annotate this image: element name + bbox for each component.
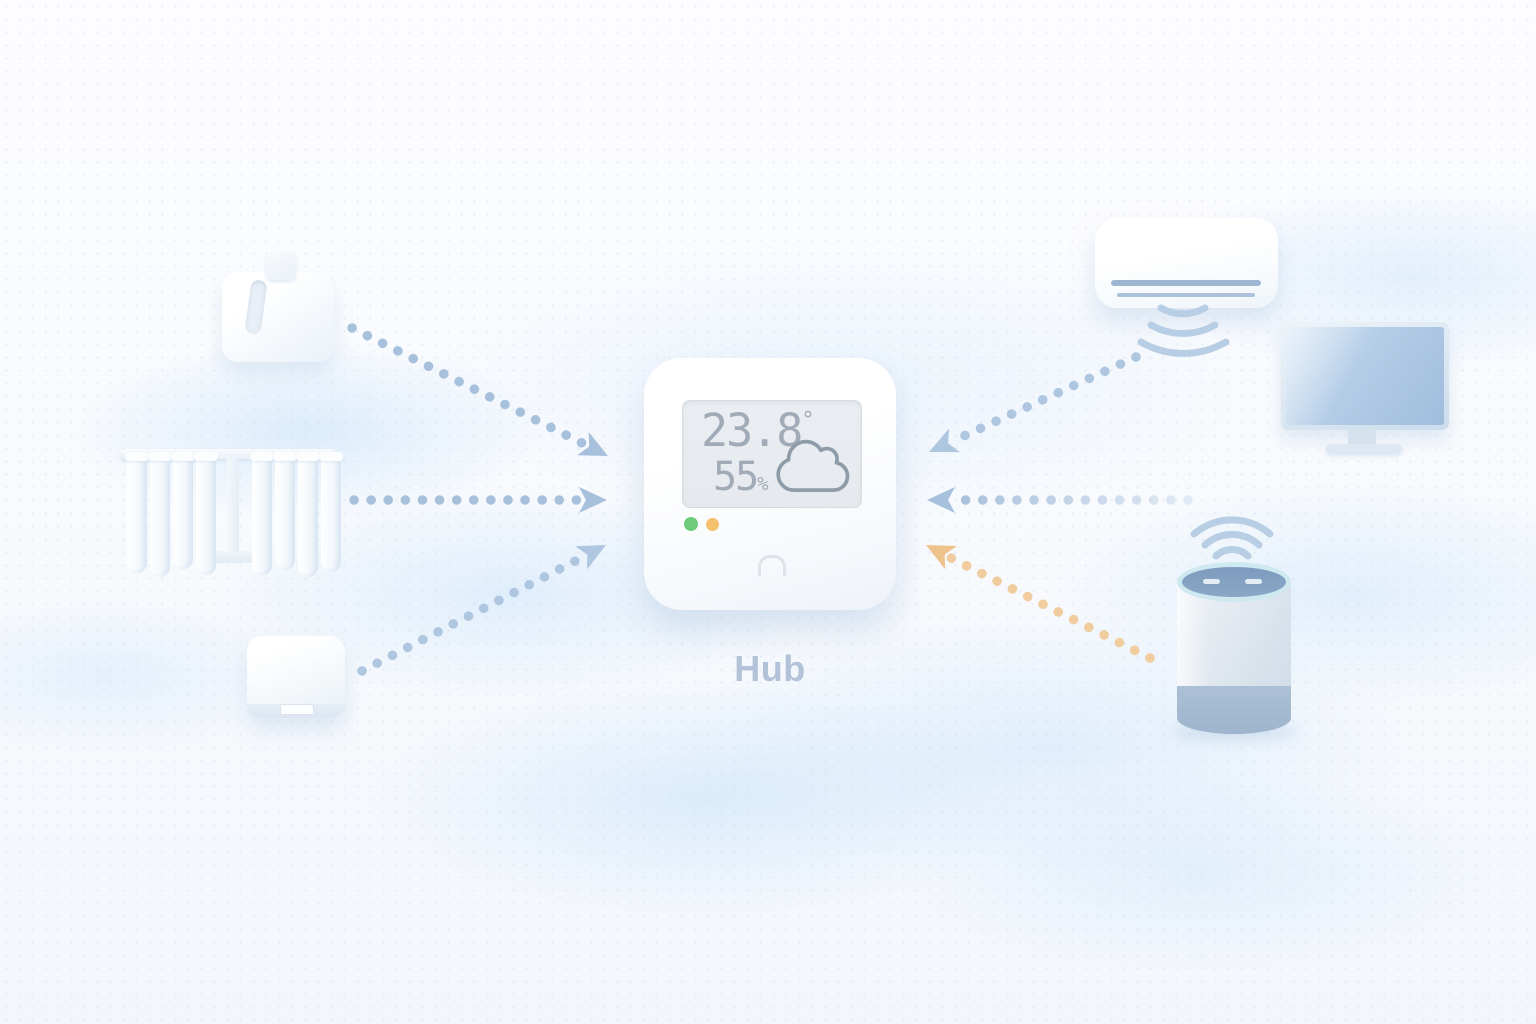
curtain-panel bbox=[194, 452, 218, 575]
speaker-button bbox=[1203, 579, 1220, 584]
speaker-top-face bbox=[1182, 567, 1286, 597]
hub-label: Hub bbox=[734, 648, 806, 689]
tv-stand-neck bbox=[1348, 430, 1376, 445]
percent-symbol: % bbox=[757, 473, 769, 496]
amber-status-led bbox=[706, 518, 719, 531]
speaker-button bbox=[1245, 579, 1262, 584]
curtain-panel bbox=[171, 452, 195, 569]
gateway-slot bbox=[280, 704, 314, 715]
ac-vent-line bbox=[1117, 293, 1255, 297]
speaker-body bbox=[1177, 582, 1291, 734]
tv-stand-base bbox=[1326, 444, 1402, 453]
curtain-panel bbox=[125, 452, 149, 573]
smart-box-module-icon bbox=[222, 250, 338, 362]
arrow-ac-to-hub bbox=[929, 352, 1141, 453]
curtain-post-foot bbox=[205, 551, 261, 563]
curtain-panel bbox=[273, 452, 297, 570]
arrow-tv-to-hub bbox=[927, 487, 1193, 513]
speaker-wifi-waves-icon bbox=[1190, 516, 1274, 560]
humidity-readout: 55 % bbox=[713, 456, 769, 498]
hub-button-arch-icon bbox=[758, 555, 786, 576]
lcd-display: 23.8 ° 55 % bbox=[682, 400, 862, 508]
curtain-center-post bbox=[227, 457, 239, 555]
curtain-panel bbox=[296, 452, 320, 577]
arrow-speaker-to-hub bbox=[926, 545, 1155, 663]
smart-curtains-icon bbox=[120, 447, 343, 589]
air-conditioner-icon bbox=[1095, 218, 1278, 308]
speaker-top-ring bbox=[1177, 562, 1291, 602]
degree-symbol: ° bbox=[801, 408, 815, 433]
arrow-curtains-to-hub bbox=[349, 487, 607, 513]
speaker-bottom-band bbox=[1177, 686, 1291, 734]
smart-speaker-icon bbox=[1177, 562, 1291, 734]
ac-wifi-waves-icon bbox=[1137, 304, 1230, 357]
box-module-knob bbox=[266, 252, 296, 280]
curtain-rod bbox=[120, 449, 336, 459]
humidity-value: 55 bbox=[713, 454, 759, 500]
box-module-body bbox=[222, 272, 334, 362]
green-status-led bbox=[684, 517, 698, 531]
ac-vent-line bbox=[1111, 280, 1261, 286]
curtain-panel bbox=[148, 452, 172, 577]
tv-icon bbox=[1281, 322, 1449, 430]
arrow-box-module-to-hub bbox=[347, 323, 608, 456]
temperature-value: 23.8 bbox=[701, 404, 803, 457]
curtain-panel bbox=[319, 452, 343, 572]
arrow-gateway-to-hub bbox=[357, 545, 606, 676]
smart-gateway-module-icon bbox=[247, 636, 345, 718]
curtain-panel bbox=[250, 452, 274, 575]
cloud-icon bbox=[776, 439, 850, 492]
temperature-readout: 23.8 ° bbox=[701, 404, 815, 457]
hub-device: 23.8 ° 55 % bbox=[644, 358, 896, 610]
tv-screen bbox=[1286, 327, 1444, 425]
